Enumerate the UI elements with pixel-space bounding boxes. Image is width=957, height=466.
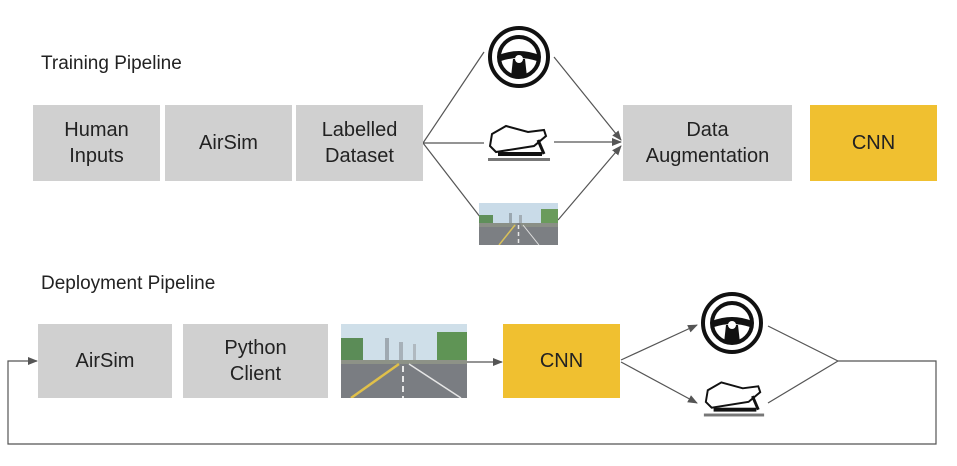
deployment-cnn-box: CNN xyxy=(503,324,620,398)
edge-steering-augment xyxy=(553,56,622,141)
deployment-pipeline-title: Deployment Pipeline xyxy=(41,273,216,294)
training-airsim-label: AirSim xyxy=(199,132,258,154)
edge-pedal-merge xyxy=(767,360,839,404)
edge-cnn-steering xyxy=(620,324,698,361)
human-inputs-box: Human Inputs xyxy=(33,105,160,181)
pedal-icon xyxy=(488,124,550,161)
edge-dataset-road xyxy=(422,142,485,223)
edge-cnn-pedal xyxy=(620,361,698,404)
python-client-label: Python Client xyxy=(224,337,287,385)
data-augmentation-box: Data Augmentation xyxy=(623,105,792,181)
edge-dataset-steering xyxy=(422,51,485,144)
edge-feedback-loop xyxy=(7,357,937,445)
deployment-pedal-icon xyxy=(703,381,765,417)
edge-steering-merge xyxy=(767,325,839,362)
python-client-box: Python Client xyxy=(183,324,328,398)
road-image-large xyxy=(341,324,467,398)
deployment-cnn-label: CNN xyxy=(539,350,584,372)
labelled-dataset-label: Labelled Dataset xyxy=(321,119,398,167)
edge-road-augment xyxy=(557,145,622,221)
training-cnn-label: CNN xyxy=(851,132,896,154)
training-cnn-box: CNN xyxy=(810,105,937,181)
training-pipeline-title: Training Pipeline xyxy=(41,53,182,74)
labelled-dataset-box: Labelled Dataset xyxy=(296,105,423,181)
deployment-steering-wheel-icon xyxy=(701,292,763,354)
data-augmentation-label: Data Augmentation xyxy=(645,119,770,167)
human-inputs-label: Human Inputs xyxy=(64,119,129,167)
deployment-airsim-box: AirSim xyxy=(38,324,172,398)
training-airsim-box: AirSim xyxy=(165,105,292,181)
steering-wheel-icon xyxy=(488,26,550,88)
deployment-airsim-label: AirSim xyxy=(75,350,135,372)
road-image xyxy=(479,203,558,245)
